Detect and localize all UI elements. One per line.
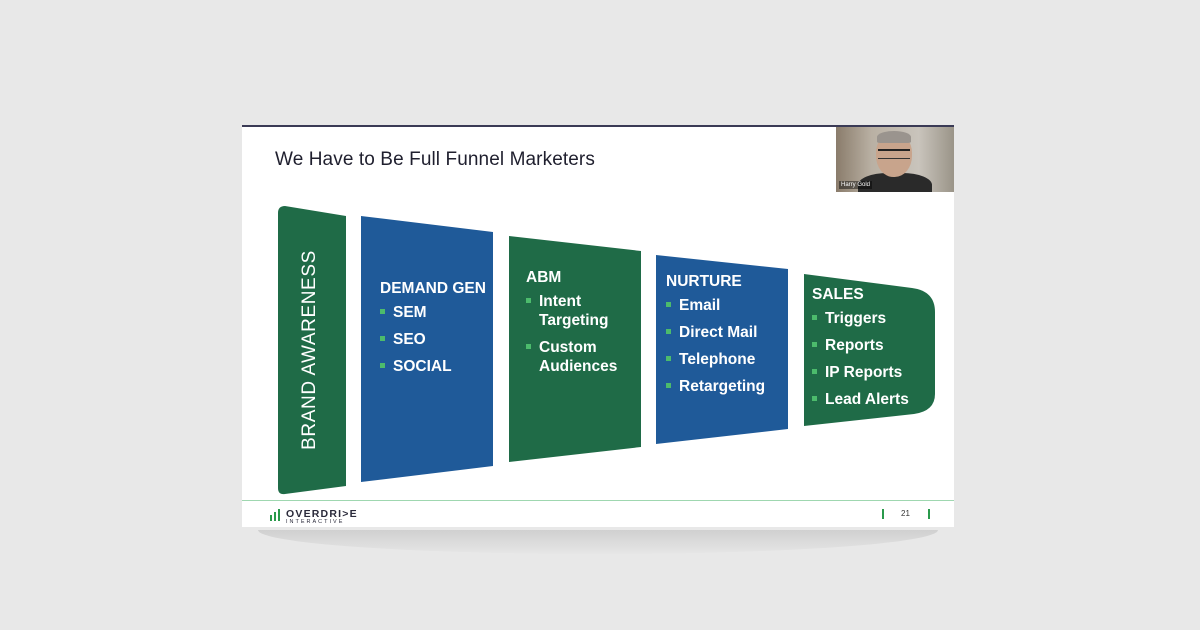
pager-left-bar: [882, 509, 884, 519]
pager-right-bar: [928, 509, 930, 519]
stage-item: SEO: [380, 330, 486, 349]
page-number: 21: [901, 509, 910, 518]
brand-shape: [278, 206, 346, 495]
stage-item: SOCIAL: [380, 357, 486, 376]
participant-body: [858, 173, 932, 192]
bullet-icon: [812, 396, 817, 401]
slide-title: We Have to Be Full Funnel Marketers: [275, 149, 595, 170]
stage-item: Triggers: [812, 309, 909, 328]
bullet-icon: [380, 309, 385, 314]
stage-item: Custom Audiences: [526, 338, 638, 376]
participant-hair: [877, 131, 911, 143]
sales-shape: [804, 274, 935, 426]
bullet-icon: [666, 302, 671, 307]
stage-title: ABM: [526, 269, 562, 286]
abm-shape: [509, 236, 641, 462]
stage-title: DEMAND GEN: [380, 280, 486, 297]
participant-glasses: [878, 149, 910, 159]
stage-item: IP Reports: [812, 363, 909, 382]
bullet-icon: [666, 356, 671, 361]
bullet-icon: [812, 342, 817, 347]
brand-awareness-label: BRAND AWARENESS: [299, 250, 320, 450]
stage-item: Reports: [812, 336, 909, 355]
bar-chart-icon: [270, 509, 282, 521]
funnel-stage-demand-gen: DEMAND GEN SEM SEO SOCIAL: [361, 216, 494, 486]
bullet-icon: [380, 336, 385, 341]
stage-item: Retargeting: [666, 377, 765, 396]
footer-divider: [242, 500, 954, 501]
stage-item: Telephone: [666, 350, 765, 369]
stage-title: SALES: [812, 286, 864, 303]
stage-title: NURTURE: [666, 273, 742, 290]
bullet-icon: [666, 329, 671, 334]
stage-item: Direct Mail: [666, 323, 765, 342]
bullet-icon: [526, 298, 531, 303]
stage-item: Intent Targeting: [526, 292, 638, 330]
participant-name: Harry Gold: [839, 181, 873, 189]
stage-item: Lead Alerts: [812, 390, 909, 409]
stage-item: Email: [666, 296, 765, 315]
bullet-icon: [380, 363, 385, 368]
funnel-stage-abm: ABM Intent Targeting Custom Audiences: [509, 236, 642, 466]
funnel-brand-awareness: BRAND AWARENESS: [277, 206, 347, 496]
bullet-icon: [526, 344, 531, 349]
funnel-stage-sales: SALES Triggers Reports IP Reports Lead A…: [804, 274, 938, 429]
logo-wordmark: OVERDRI>E: [286, 508, 358, 520]
slide-shadow: [258, 530, 938, 554]
presentation-slide: We Have to Be Full Funnel Marketers Harr…: [242, 125, 954, 527]
bullet-icon: [666, 383, 671, 388]
webcam-thumbnail[interactable]: Harry Gold: [836, 127, 954, 192]
demand-gen-shape: [361, 216, 493, 482]
bullet-icon: [812, 369, 817, 374]
nurture-shape: [656, 255, 788, 444]
bullet-icon: [812, 315, 817, 320]
logo-subtitle: INTERACTIVE: [286, 519, 345, 525]
funnel-stage-nurture: NURTURE Email Direct Mail Telephone Reta…: [656, 255, 789, 447]
stage-item: SEM: [380, 303, 486, 322]
